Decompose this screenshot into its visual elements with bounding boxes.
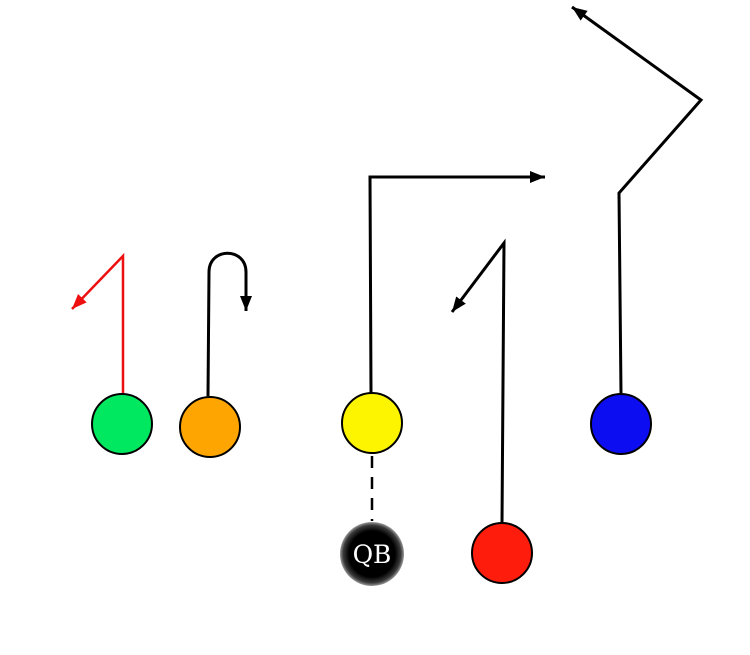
route-line-blue (571, 5, 704, 395)
qb-marker[interactable] (340, 522, 404, 586)
qb-label: QB (353, 540, 392, 569)
route-line-red (450, 238, 506, 524)
player-marker-orange[interactable] (179, 396, 241, 458)
player-marker-yellow[interactable] (341, 392, 403, 454)
route-line-orange (206, 251, 252, 397)
route-line-yellow (368, 171, 545, 394)
player-marker-blue[interactable] (590, 393, 652, 455)
route-line-green (71, 252, 125, 393)
player-marker-green[interactable] (91, 393, 153, 455)
player-marker-red[interactable] (471, 522, 533, 584)
